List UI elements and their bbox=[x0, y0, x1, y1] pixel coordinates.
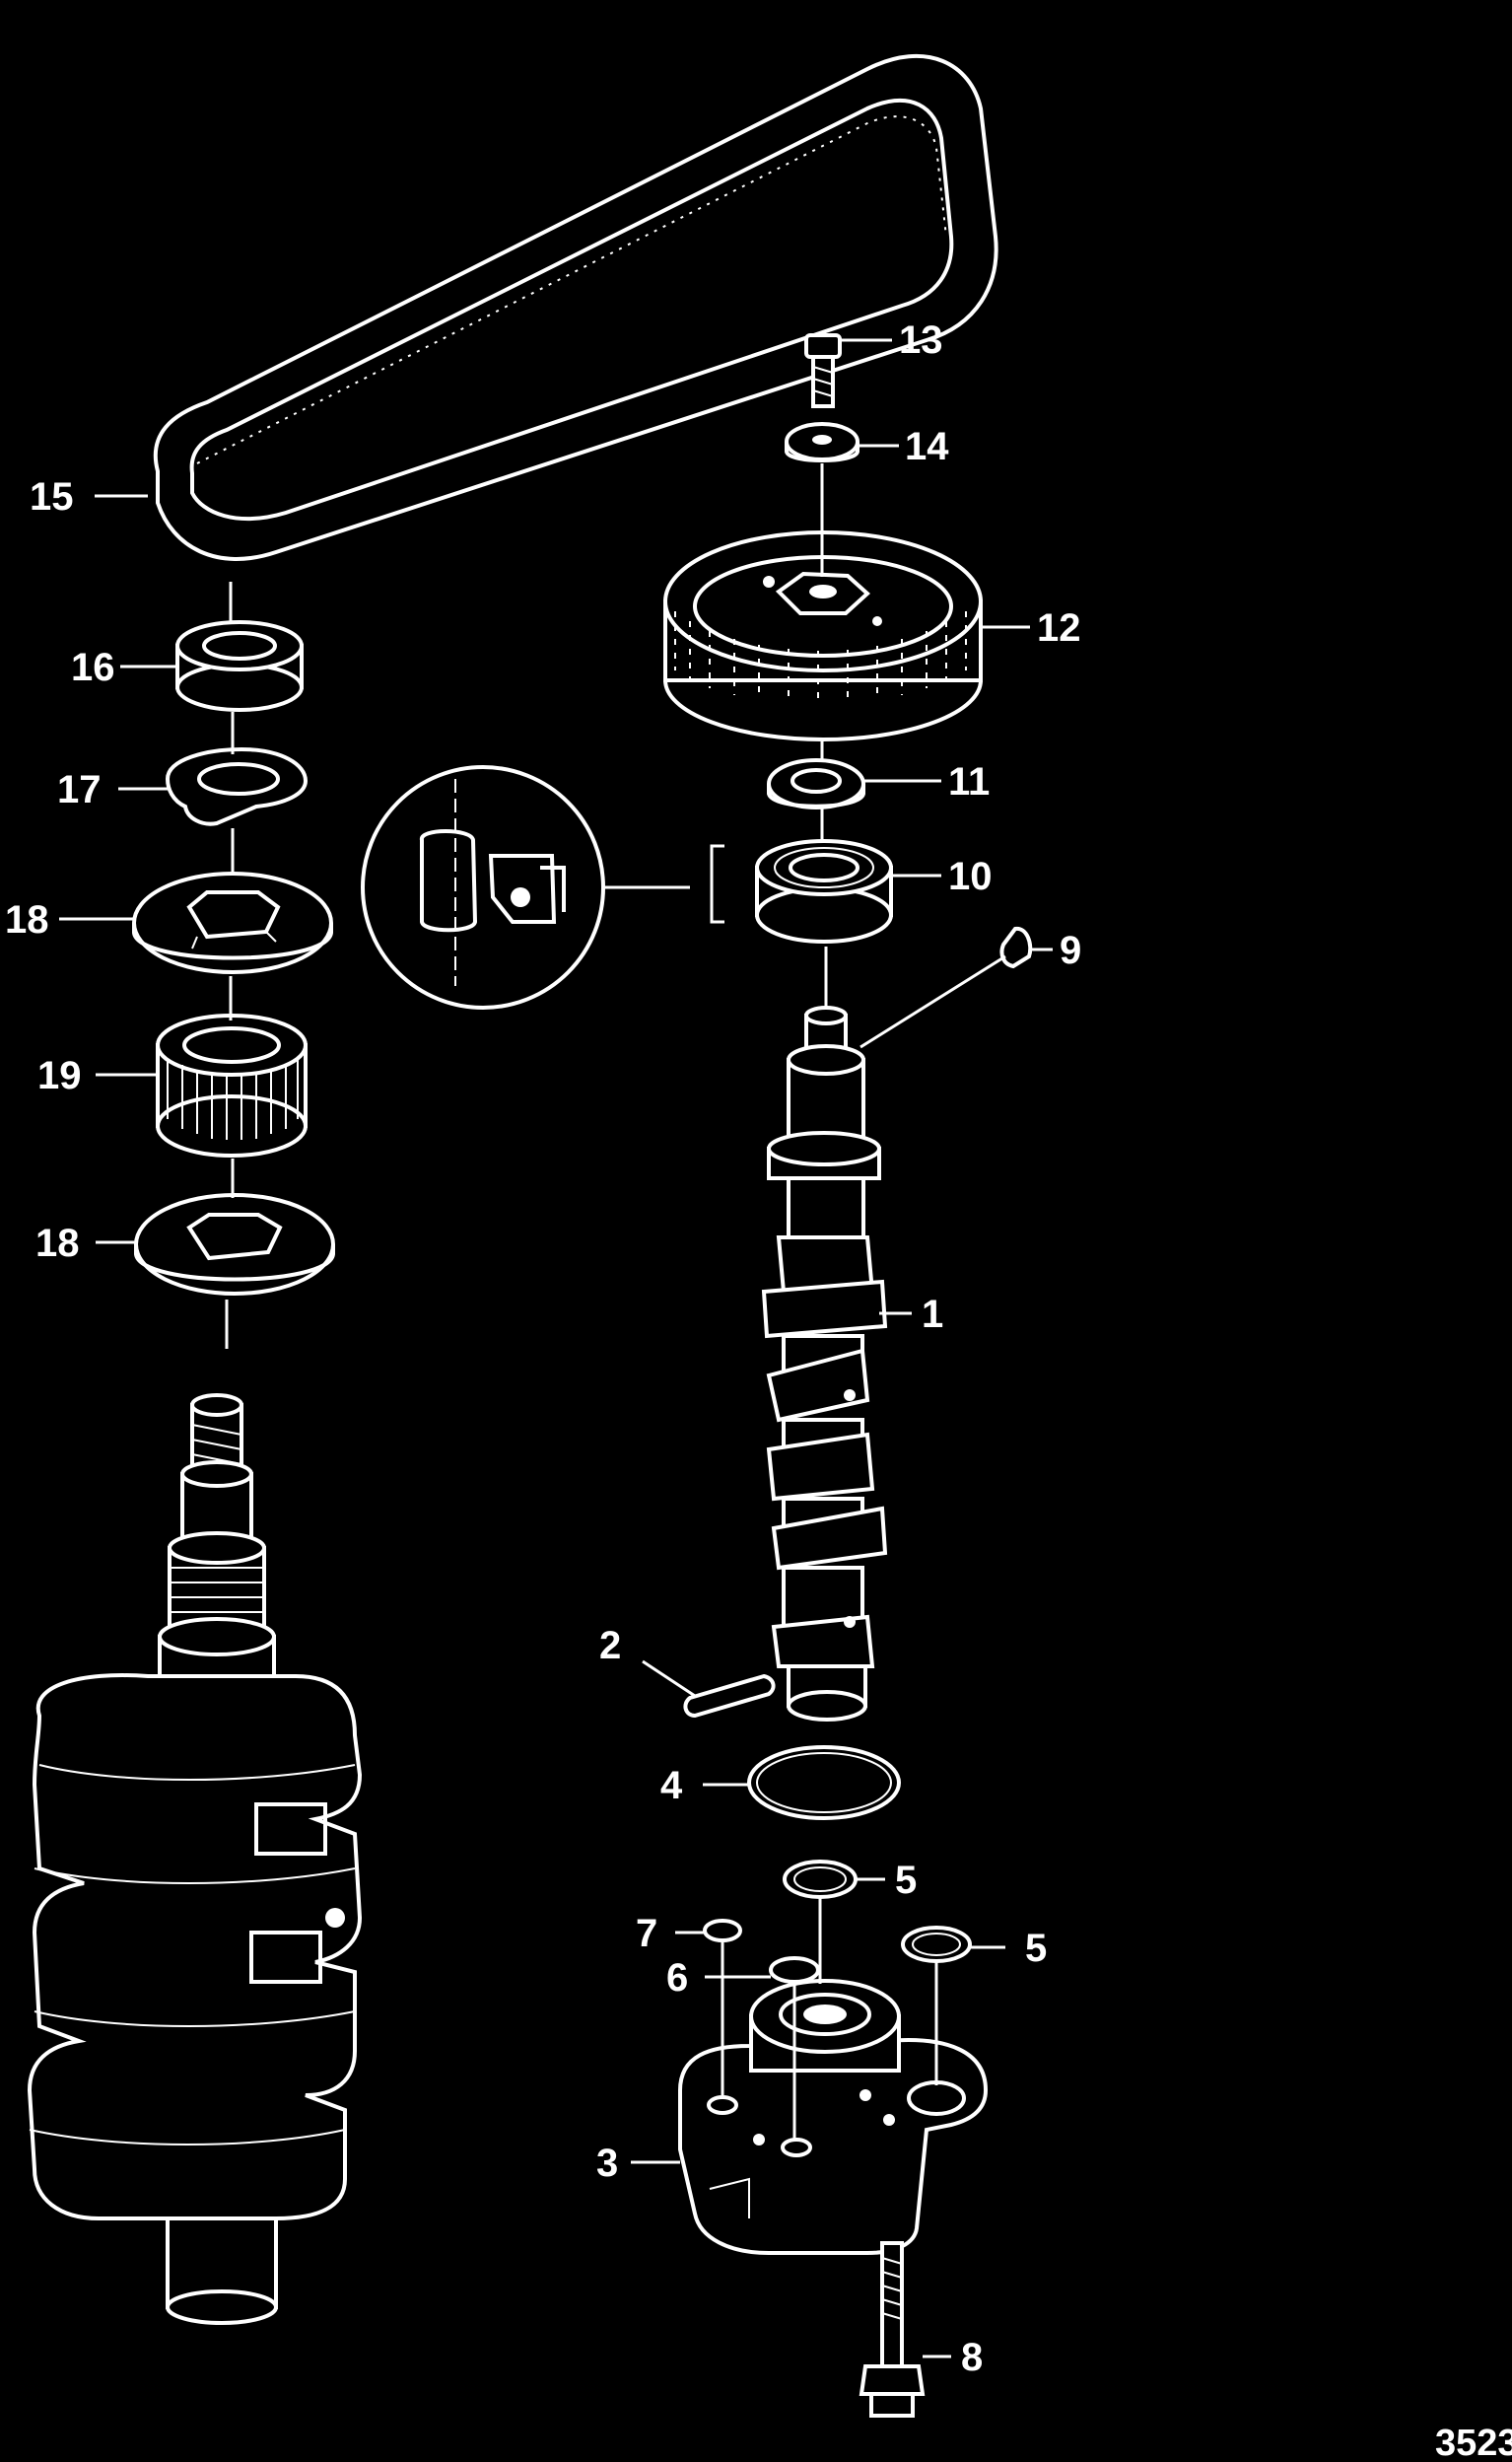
leader-lines bbox=[59, 338, 1053, 2358]
callout-2: 2 bbox=[599, 1624, 621, 1667]
callout-1: 1 bbox=[922, 1293, 943, 1336]
guide-plate-18-lower bbox=[134, 1193, 335, 1296]
callout-labels: 13 14 15 12 16 17 11 18 10 9 19 18 1 2 4… bbox=[5, 318, 1081, 2379]
alignment-lines bbox=[225, 463, 1006, 2140]
callout-6: 6 bbox=[666, 1956, 688, 2000]
lock-washer-17 bbox=[165, 746, 309, 826]
camshaft-sprocket bbox=[663, 530, 983, 741]
nut-16 bbox=[175, 620, 304, 712]
callout-10: 10 bbox=[948, 855, 993, 898]
callout-4: 4 bbox=[660, 1764, 683, 1807]
callout-3: 3 bbox=[596, 2142, 618, 2185]
callout-13: 13 bbox=[899, 318, 943, 362]
bearing-10 bbox=[755, 839, 893, 944]
o-ring-5-right bbox=[901, 1926, 972, 1963]
dowel-pin-2 bbox=[683, 1673, 776, 1719]
camshaft bbox=[761, 1006, 888, 1722]
callout-5-upper: 5 bbox=[895, 1859, 917, 1902]
callout-17: 17 bbox=[57, 768, 102, 811]
callout-9: 9 bbox=[1060, 929, 1081, 972]
callout-8: 8 bbox=[961, 2336, 983, 2379]
guide-plate-18-upper bbox=[132, 872, 333, 974]
callout-14: 14 bbox=[905, 425, 949, 468]
washer-14 bbox=[785, 422, 859, 462]
timing-belt bbox=[153, 53, 998, 561]
crankshaft bbox=[27, 1393, 363, 2325]
callout-19: 19 bbox=[37, 1054, 82, 1097]
bolt-13 bbox=[804, 333, 842, 408]
callout-18-upper: 18 bbox=[5, 898, 49, 942]
callout-18-lower: 18 bbox=[35, 1222, 80, 1265]
callout-12: 12 bbox=[1037, 606, 1081, 650]
callout-11: 11 bbox=[948, 760, 990, 804]
callout-5-right: 5 bbox=[1025, 1927, 1047, 1970]
woodruff-key-9 bbox=[999, 926, 1033, 969]
figure-number: 3523 bbox=[1435, 2423, 1512, 2462]
bearing-detail-inset bbox=[361, 765, 724, 1010]
o-ring-4 bbox=[747, 1745, 901, 1820]
callout-16: 16 bbox=[71, 646, 115, 689]
callout-7: 7 bbox=[636, 1912, 657, 1955]
bolt-8 bbox=[859, 2241, 926, 2418]
crankshaft-sprocket bbox=[156, 1014, 308, 1158]
callout-15: 15 bbox=[30, 475, 74, 519]
oil-pump-housing bbox=[678, 1979, 989, 2255]
seal-11 bbox=[767, 758, 865, 809]
